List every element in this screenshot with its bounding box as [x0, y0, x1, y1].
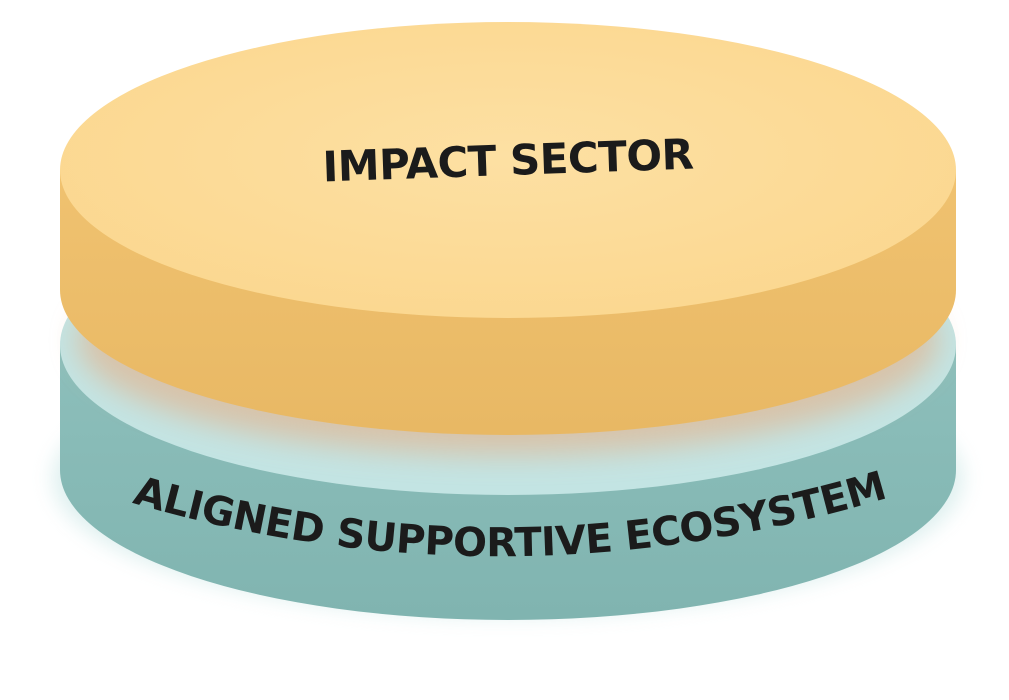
- top-disk: IMPACT SECTOR: [60, 22, 956, 435]
- top-disk-top-face: [60, 22, 956, 318]
